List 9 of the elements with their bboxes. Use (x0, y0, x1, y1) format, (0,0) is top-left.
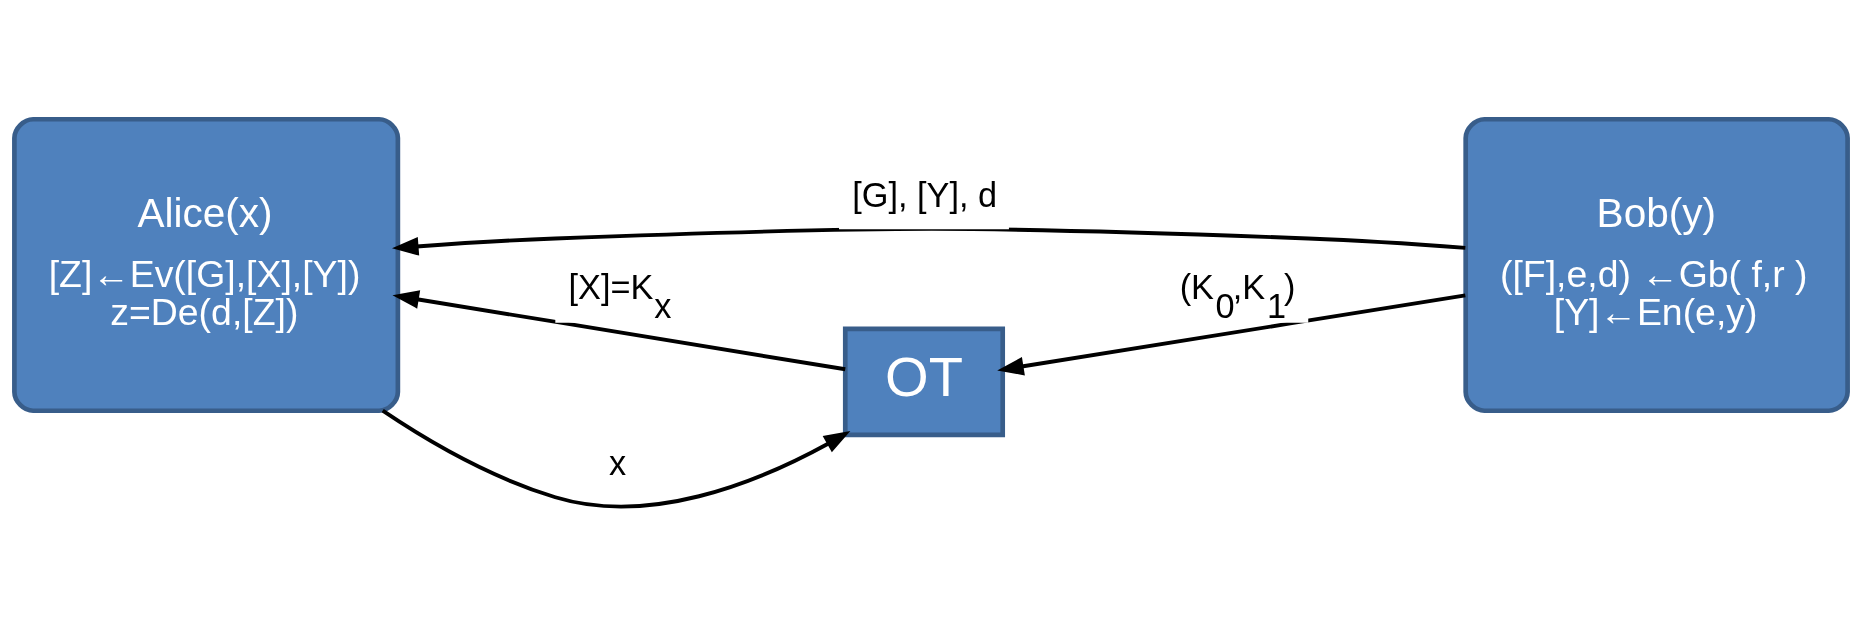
edge-label: x (609, 443, 627, 482)
node-box: Alice(x) [Z]←Ev([G],[X],[Y]) z=De(d,[Z]) (12, 116, 401, 413)
arrow (381, 408, 851, 508)
arrow (392, 226, 1466, 256)
node-box: OT (842, 326, 1006, 437)
arrow (392, 289, 846, 371)
node-box: Bob(y) ([F],e,d) ←Gb( f,r ) [Y]←En(e,y) (1463, 116, 1850, 413)
edge-label: [G], [Y], d (852, 175, 998, 214)
arrow (997, 292, 1466, 375)
